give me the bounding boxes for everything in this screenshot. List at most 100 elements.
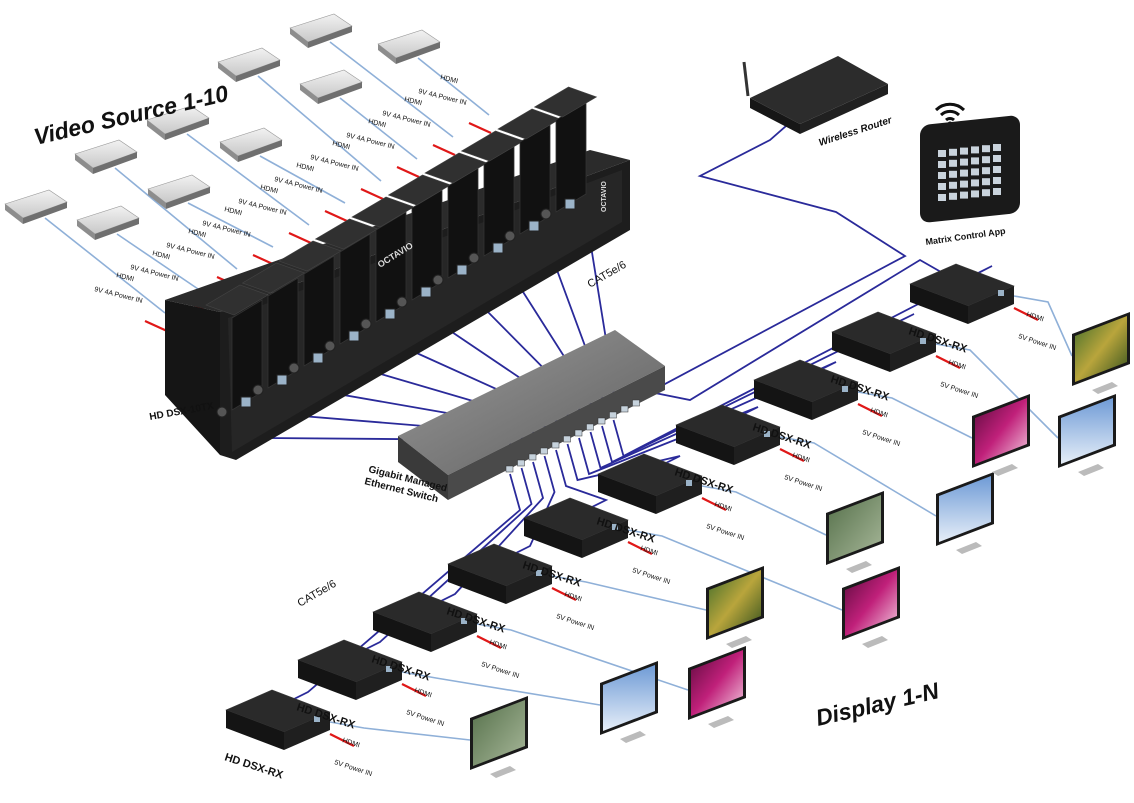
receiver-box bbox=[597, 453, 727, 514]
receiver-power-label: 5V Power IN bbox=[705, 523, 745, 542]
rj45-port bbox=[468, 242, 504, 264]
switch-port bbox=[620, 405, 629, 413]
hdmi-cable bbox=[44, 217, 166, 314]
power-cable bbox=[468, 121, 492, 135]
app-tile bbox=[938, 183, 946, 190]
app-tile bbox=[993, 155, 1001, 162]
hdmi-cable bbox=[551, 575, 707, 611]
power-cable bbox=[432, 143, 456, 157]
display-screen bbox=[972, 394, 1030, 476]
hdmi-cable bbox=[857, 391, 973, 439]
source-hdmi-label: HDMI bbox=[404, 96, 423, 107]
rj45-port bbox=[252, 374, 288, 396]
source-hdmi-label: HDMI bbox=[188, 228, 207, 239]
app-tile bbox=[938, 150, 946, 157]
source-power-label: 9V 4A Power IN bbox=[274, 176, 324, 195]
app-tile bbox=[982, 167, 990, 175]
power-cable bbox=[1013, 307, 1039, 321]
hdmi-cable bbox=[259, 155, 346, 204]
power-cable bbox=[779, 448, 805, 462]
switch-port bbox=[551, 441, 560, 449]
hdmi-cable bbox=[701, 485, 827, 536]
source-power-label: 9V 4A Power IN bbox=[382, 110, 432, 129]
hdmi-cable bbox=[186, 133, 310, 226]
receiver-hdmi-label: HDMI bbox=[713, 501, 732, 513]
switch-port bbox=[528, 453, 537, 461]
receiver-box bbox=[225, 689, 355, 750]
receiver-hdmi-label: HDMI bbox=[639, 545, 658, 557]
display-screen bbox=[600, 661, 658, 743]
video-sources bbox=[4, 13, 441, 240]
receiver-hdmi-label: HDMI bbox=[341, 737, 360, 749]
receivers bbox=[225, 263, 1039, 750]
source-power-label: 9V 4A Power IN bbox=[130, 264, 180, 283]
video-source-box bbox=[147, 174, 211, 209]
hdmi-cable bbox=[329, 721, 471, 741]
receiver-box bbox=[372, 591, 502, 652]
app-tile bbox=[993, 188, 1001, 195]
app-tile bbox=[982, 145, 990, 153]
video-source-box bbox=[217, 47, 281, 82]
video-source-box bbox=[4, 189, 68, 224]
power-cable bbox=[401, 683, 427, 697]
switch-port bbox=[586, 423, 594, 431]
receiver-power-label: 5V Power IN bbox=[631, 567, 671, 586]
receiver-box bbox=[447, 543, 577, 604]
rj45-port bbox=[360, 308, 396, 330]
power-cable bbox=[329, 733, 355, 747]
router-cable bbox=[649, 125, 907, 393]
rj45-port bbox=[540, 198, 576, 220]
rj45-port bbox=[432, 264, 468, 286]
transmitter-card bbox=[241, 262, 306, 389]
power-cable bbox=[288, 231, 312, 245]
switch-port bbox=[505, 465, 514, 473]
receiver-hdmi-label: HDMI bbox=[869, 407, 888, 419]
hdmi-cable bbox=[339, 97, 418, 160]
app-tile bbox=[949, 159, 957, 167]
app-tile bbox=[960, 147, 968, 155]
hdmi-cable bbox=[116, 233, 202, 292]
video-source-box bbox=[299, 69, 363, 104]
hdmi-cable bbox=[627, 529, 843, 611]
cable-label-bottom: CAT5e/6 bbox=[296, 578, 339, 610]
app-tile bbox=[949, 181, 957, 189]
app-tile bbox=[960, 169, 968, 177]
rj45-port bbox=[386, 666, 392, 672]
display-screen bbox=[826, 491, 884, 573]
app-tile bbox=[960, 191, 968, 199]
video-source-box bbox=[289, 13, 353, 48]
rj45-port bbox=[920, 338, 926, 344]
app-tile bbox=[982, 178, 990, 186]
transmitter-cards bbox=[205, 86, 598, 411]
app-tile bbox=[971, 157, 979, 165]
source-hdmi-label: HDMI bbox=[368, 118, 387, 129]
app-tile bbox=[982, 156, 990, 164]
receiver-box bbox=[831, 311, 961, 372]
app-tile bbox=[938, 172, 946, 179]
receiver-power-label: 5V Power IN bbox=[555, 613, 595, 632]
transmitter-card bbox=[205, 284, 269, 411]
receiver-box bbox=[753, 359, 883, 420]
transmitter-card bbox=[424, 152, 488, 279]
display-title: Display 1-N bbox=[813, 677, 941, 731]
transmitter-card bbox=[278, 240, 342, 367]
hdmi-cable bbox=[779, 436, 937, 517]
power-cable bbox=[324, 209, 348, 223]
display-screen bbox=[1072, 312, 1130, 394]
power-cable bbox=[627, 541, 653, 555]
display-screen bbox=[936, 472, 994, 554]
rj45-port bbox=[686, 480, 692, 486]
receiver-power-label: 5V Power IN bbox=[783, 474, 823, 493]
switch-port bbox=[517, 459, 525, 467]
power-cable bbox=[857, 403, 883, 417]
rj45-port bbox=[216, 396, 252, 418]
rj45-port bbox=[461, 618, 467, 624]
app-tile bbox=[971, 168, 979, 176]
source-hdmi-label: HDMI bbox=[296, 162, 315, 173]
receiver-hdmi-label: HDMI bbox=[791, 452, 810, 464]
switch-port bbox=[574, 429, 583, 437]
hdmi-cable bbox=[187, 202, 274, 248]
switch-port bbox=[563, 435, 571, 443]
app-tile bbox=[938, 194, 946, 201]
app-tile bbox=[993, 144, 1001, 151]
